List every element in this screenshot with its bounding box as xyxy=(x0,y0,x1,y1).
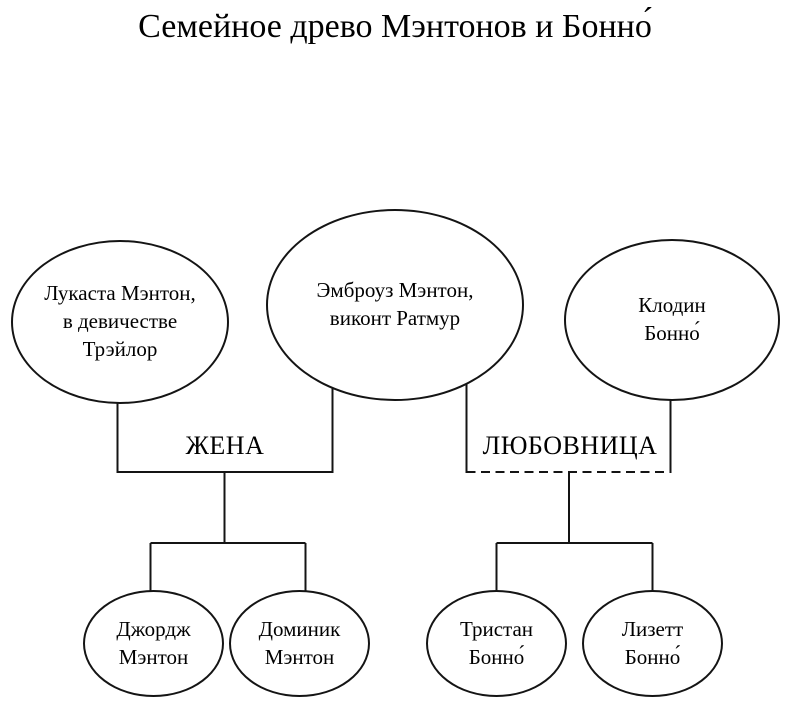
person-node-george: Джордж Мэнтон xyxy=(83,590,224,697)
person-node-ambrose: Эмброуз Мэнтон, виконт Ратмур xyxy=(266,209,524,401)
person-node-tristan: Тристан Бонно́ xyxy=(426,590,567,697)
person-node-lucasta: Лукаста Мэнтон, в девичестве Трэйлор xyxy=(11,240,229,404)
person-name-ambrose: Эмброуз Мэнтон, виконт Ратмур xyxy=(316,278,474,330)
person-node-lisette: Лизетт Бонно́ xyxy=(582,590,723,697)
relationship-label-wife: ЖЕНА xyxy=(185,431,265,460)
person-node-dominic: Доминик Мэнтон xyxy=(229,590,370,697)
person-name-george: Джордж Мэнтон xyxy=(116,616,191,669)
person-name-tristan: Тристан Бонно́ xyxy=(459,616,534,669)
person-name-dominic: Доминик Мэнтон xyxy=(258,616,341,669)
person-node-claudine: Клодин Бонно́ xyxy=(564,239,780,401)
person-name-lisette: Лизетт Бонно́ xyxy=(621,616,684,669)
relationship-label-mistress: ЛЮБОВНИЦА xyxy=(482,431,658,460)
diagram-title: Семейное древо Мэнтонов и Бонно́ xyxy=(138,8,652,45)
person-name-claudine: Клодин Бонно́ xyxy=(638,293,706,345)
person-name-lucasta: Лукаста Мэнтон, в девичестве Трэйлор xyxy=(44,281,196,361)
